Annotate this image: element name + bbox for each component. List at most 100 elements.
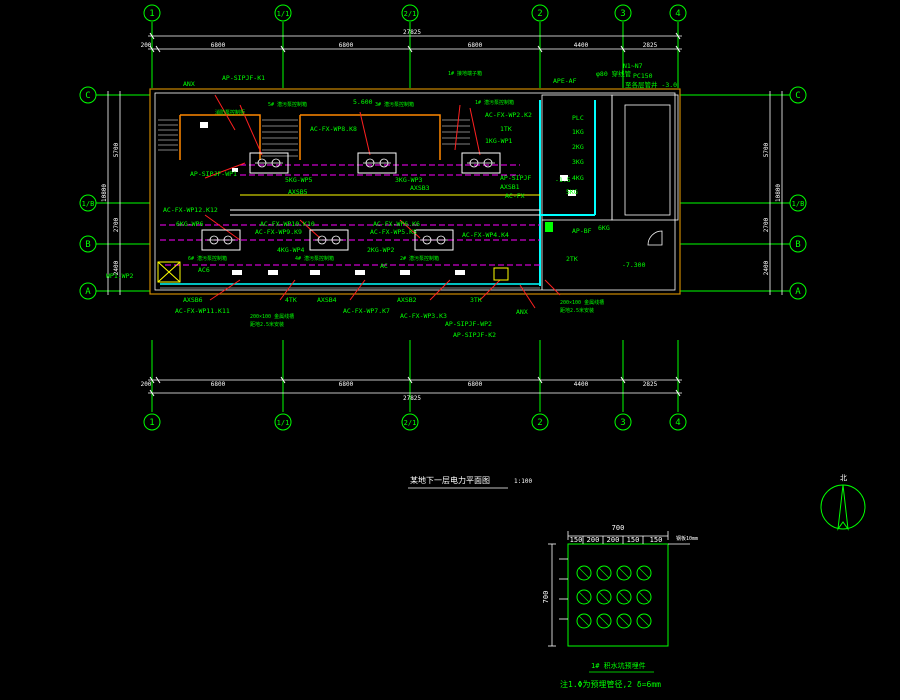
label-4kg-wp4: 4KG-WP4: [277, 246, 304, 254]
pump-2: [414, 229, 454, 251]
axis-label-top-3: 3: [620, 9, 625, 19]
bottom-right-panel: [493, 267, 509, 281]
label-ac-fx-wp8: AC-FX-WP8.K8: [310, 125, 357, 133]
label-4tk: 4TK: [285, 296, 297, 304]
axis-label-right-c: C: [795, 91, 800, 101]
label-anx-top: ANX: [183, 80, 195, 88]
label-ac-fx-wp3: AC-FX-WP3.K3: [400, 312, 447, 320]
axis-label-top-2: 2: [537, 9, 542, 19]
dim-top-2: 6800: [339, 42, 354, 49]
detail-seg-0: 150: [570, 536, 583, 544]
detail-side-note: 钢板10mm: [676, 535, 698, 542]
label-elevation: 5.600: [353, 98, 373, 106]
axis-label-right-1b: 1/B: [792, 200, 805, 208]
label-1tk: 1TK: [500, 125, 512, 133]
detail-title: 1# 积水坑预埋件: [591, 661, 646, 670]
axis-label-left-b: B: [85, 240, 90, 250]
cable-tray-main: [230, 100, 596, 286]
dim-right-total: 10800: [775, 184, 782, 202]
dim-bottom-1: 6800: [211, 381, 226, 388]
detail-note: 注1.Φ为预埋管径,2 δ=6mm: [560, 679, 661, 689]
label-ac6: AC6: [198, 266, 210, 274]
dim-right-0: 5700: [763, 142, 770, 157]
label-ap-sip-wp2: AP-SIPJF-WP2: [445, 320, 492, 328]
label-1kg: 1KG: [572, 128, 584, 136]
label-3tk: 3TK: [470, 296, 482, 304]
label-pump-note-6: 6# 潜污泵控制箱: [188, 255, 227, 262]
label-n1-n7: N1~N7: [623, 62, 643, 70]
dim-left-2: 2400: [113, 260, 120, 275]
pump-3: [357, 152, 397, 174]
label-ac-fx-wp10: AC-FX-WP10.K10: [260, 220, 315, 228]
label-ac-fx-wp2: AC-FX-WP2.K2: [485, 111, 532, 119]
label-ac-fx-wp6: AC-FX-WP6.K6: [373, 220, 420, 228]
label-2tk: 2TK: [566, 255, 578, 263]
label-axsb3: AXSB3: [410, 184, 430, 192]
column-bubbles-top: [143, 4, 687, 22]
label-ground-note: 1# 接地端子箱: [448, 70, 482, 77]
label-2kg-wp2: 2KG-WP2: [367, 246, 394, 254]
north-label: 北: [840, 474, 847, 482]
axis-label-top-1: 1: [149, 9, 154, 19]
axis-label-left-c: C: [85, 91, 90, 101]
label-ac-fx-wp5: AC-FX-WP5.K5: [370, 228, 417, 236]
axis-label-top-2-1: 2/1: [404, 10, 417, 18]
leader-lines: [204, 94, 561, 309]
detail-seg-4: 150: [650, 536, 663, 544]
axis-label-bottom-2: 2: [537, 418, 542, 428]
label-pump-note-3: 3# 潜污泵控制箱: [375, 101, 414, 108]
label-axsb6: AXSB6: [183, 296, 203, 304]
label-5kg: 5KG: [566, 188, 578, 196]
building-walls: [149, 88, 681, 295]
label-1kg-wp1: 1KG-WP1: [485, 137, 512, 145]
bottom-left-panel: [157, 261, 181, 283]
dim-right-2: 2400: [763, 260, 770, 275]
north-arrow: 北: [820, 474, 866, 531]
label-3kg-wp3: 3KG-WP3: [395, 176, 422, 184]
label-elev-neg15: -1.5: [555, 176, 571, 184]
detail-side-height: 700: [542, 591, 550, 604]
label-ac-fx-wp12: AC-FX-WP12.K12: [163, 206, 218, 214]
label-ac-fx: AC-FX: [505, 192, 525, 200]
detail-seg-3: 150: [627, 536, 640, 544]
dim-left-0: 5700: [113, 142, 120, 157]
label-pump-note-1: 1# 潜污泵控制箱: [475, 99, 514, 106]
label-elev-neg: -7.300: [622, 261, 646, 269]
dim-left-total: 10800: [101, 184, 108, 202]
dim-top-3: 6800: [468, 42, 483, 49]
pump-equipment: [201, 152, 501, 251]
label-ap-sip-k2: AP-SIPJF-K2: [453, 331, 496, 339]
dim-left-1: 2700: [113, 217, 120, 232]
label-tray-right: 200×100 金属线槽: [560, 299, 604, 306]
label-6kg: 6KG: [598, 224, 610, 232]
label-ap-sip-f: AP-SIPJF: [500, 174, 531, 182]
axis-label-bottom-1-1: 1/1: [277, 419, 290, 427]
label-wp-left: WP1.WP2: [106, 272, 133, 280]
label-ac-fx-wp11: AC-FX-WP11.K11: [175, 307, 230, 315]
label-anx-bottom: ANX: [516, 308, 528, 316]
dimension-ticks: [149, 32, 681, 397]
label-ap-sip-wp1: AP-SIPJF-WP1: [190, 170, 237, 178]
axis-label-top-4: 4: [675, 9, 680, 19]
axis-label-bottom-2-1: 2/1: [404, 419, 417, 427]
label-pump-note-5: 5# 潜污泵控制箱: [268, 101, 307, 108]
label-5kg-wp5: 5KG-WP5: [285, 176, 312, 184]
label-ac-fx-wp9: AC-FX-WP9.K9: [255, 228, 302, 236]
label-4kg: 4KG: [572, 174, 584, 182]
label-ac-fx-wp4: AC-FX-WP4.K4: [462, 231, 509, 239]
dim-bottom-0: 200: [141, 381, 152, 388]
pump-4: [309, 229, 349, 251]
pump-1: [461, 152, 501, 174]
label-axsb1: AXSB1: [500, 183, 520, 191]
dim-top-4: 4400: [574, 42, 589, 49]
dim-right-1: 2700: [763, 217, 770, 232]
axis-label-right-a: A: [795, 287, 801, 297]
plan-scale: 1:100: [514, 478, 532, 485]
axis-label-left-a: A: [85, 287, 91, 297]
label-ac-fx-wp7: AC-FX-WP7.K7: [343, 307, 390, 315]
dimension-lines: [107, 35, 783, 394]
label-note-top-right2: 至各层管井 -3.0: [625, 80, 677, 89]
label-plc: PLC: [572, 114, 584, 122]
label-ap-sip-k1: AP-SIPJF-K1: [222, 74, 265, 82]
